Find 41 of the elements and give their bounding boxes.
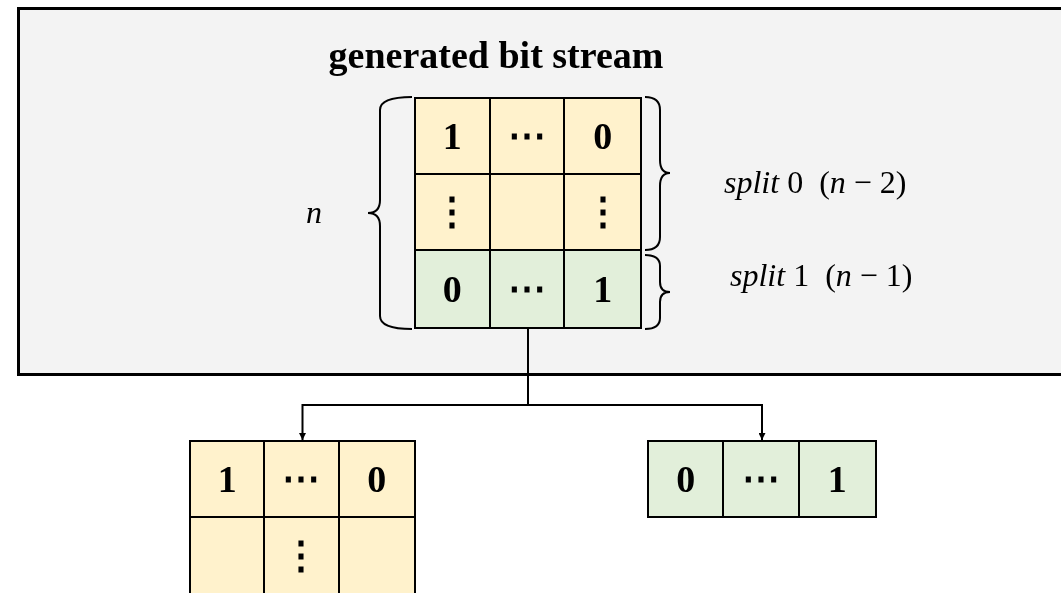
- bit-grid: [189, 440, 416, 593]
- bit-value: 0: [593, 117, 613, 155]
- bit-cell: [416, 99, 491, 175]
- bit-cell: [191, 442, 266, 518]
- bit-value: ⋯: [508, 270, 546, 308]
- bit-grid: [647, 440, 877, 518]
- bit-cell: [799, 442, 875, 516]
- bit-cell: [490, 99, 566, 175]
- panel-title: generated bit stream: [328, 33, 664, 78]
- bit-cell: [565, 251, 640, 327]
- bit-value: ⋮: [433, 193, 472, 231]
- bit-value: ⋯: [282, 460, 321, 498]
- bit-value: 1: [217, 460, 237, 498]
- bit-grid: [414, 97, 642, 329]
- bit-cell: [191, 518, 266, 593]
- bit-cell: [565, 175, 640, 251]
- bit-value: 0: [442, 270, 462, 308]
- bit-cell: [649, 442, 725, 516]
- bit-cell: [565, 99, 640, 175]
- bit-cell: [339, 442, 414, 518]
- annotation-label: split 1 (n − 1): [730, 256, 913, 295]
- bit-value: 1: [827, 460, 847, 498]
- bit-cell: [724, 442, 800, 516]
- bit-value: 1: [593, 270, 613, 308]
- bit-cell: [265, 442, 340, 518]
- bit-value: ⋮: [282, 537, 321, 575]
- bit-value: 0: [676, 460, 696, 498]
- annotation-label: n: [306, 193, 322, 232]
- bit-value: ⋯: [508, 117, 546, 155]
- annotation-label: split 0 (n − 2): [724, 163, 907, 202]
- bit-value: 1: [442, 117, 462, 155]
- bit-value: ⋮: [583, 193, 622, 231]
- bit-cell: [339, 518, 414, 593]
- bit-cell: [416, 175, 491, 251]
- bit-value: 0: [367, 460, 387, 498]
- bit-value: ⋯: [742, 460, 780, 498]
- bit-cell: [265, 518, 340, 593]
- panel: [17, 7, 1061, 376]
- bit-cell: [416, 251, 491, 327]
- bit-cell: [490, 251, 566, 327]
- bit-cell: [490, 175, 566, 251]
